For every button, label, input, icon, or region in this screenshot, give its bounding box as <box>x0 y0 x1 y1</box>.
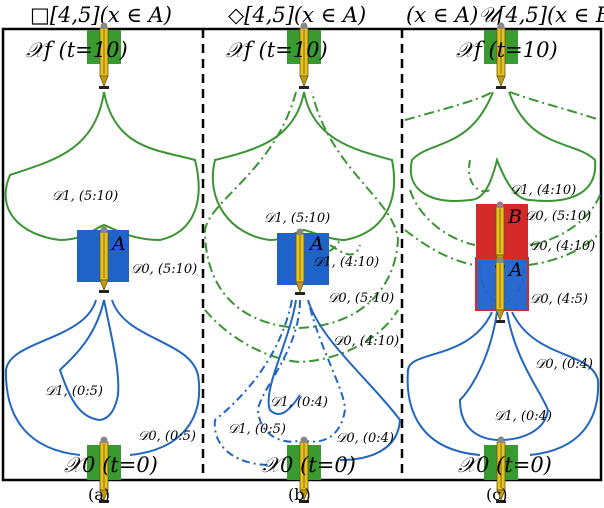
label-d0-5-10: 𝒟0, (5:10) <box>525 209 591 224</box>
label-d0-0-5: 𝒟0, (0:5) <box>138 429 196 444</box>
label-a: A <box>110 233 126 255</box>
label-d1-4-10: 𝒟1, (4:10) <box>510 183 576 198</box>
panel-b: ◇[4,5](x ∈ A) 𝒳f (t=10) 𝒳0 (t=0) 𝒟1, (5:… <box>203 3 402 504</box>
panel-a: □[4,5](x ∈ A) 𝒳f (t=10) 𝒳0 (t=0) 𝒟1, (5:… <box>4 3 201 504</box>
label-d1-0-4: 𝒟1, (0:4) <box>494 409 552 424</box>
label-d1-5-10: 𝒟1, (5:10) <box>264 211 330 226</box>
label-b: B <box>507 206 522 228</box>
label-d0-4-10: 𝒟0, (4:10) <box>529 239 595 254</box>
set-d1-5-10 <box>4 91 200 242</box>
label-d0-0-4: 𝒟0, (0:4) <box>535 357 593 372</box>
set-d1-0-4 <box>256 299 347 443</box>
caption-c: (c) <box>486 485 507 504</box>
robot-a-icon <box>294 228 306 296</box>
panel-c: (x ∈ A)𝒰[4,5](x ∈ B) 𝒳f (t=10) 𝒳0 (t=0) … <box>404 3 604 504</box>
set-d0-0-4 <box>406 311 600 456</box>
goal-label: 𝒳f (t=10) <box>456 38 558 62</box>
set-d0-5-10 <box>203 91 400 330</box>
label-d1-0-5: 𝒟1, (0:5) <box>45 384 103 399</box>
set-d1-5-10 <box>211 91 396 242</box>
label-d0-0-4: 𝒟0, (0:4) <box>336 431 394 446</box>
set-d0-4-10 <box>204 309 399 364</box>
panel-b-title: ◇[4,5](x ∈ A) <box>228 3 366 27</box>
goal-label: 𝒳f (t=10) <box>26 38 128 62</box>
label-a: A <box>507 259 523 281</box>
label-d0-5-10: 𝒟0, (5:10) <box>131 262 197 277</box>
set-d0-4-10 <box>404 229 601 266</box>
init-label: 𝒳0 (t=0) <box>458 453 552 477</box>
set-dash-in-a <box>478 261 526 307</box>
label-d1-0-5: 𝒟1, (0:5) <box>228 422 286 437</box>
set-d0-0-5 <box>4 299 201 456</box>
set-d0-5-10 <box>409 189 601 246</box>
goal-label: 𝒳f (t=10) <box>226 38 328 62</box>
set-dash-top <box>404 91 601 121</box>
caption-b: (b) <box>288 485 311 504</box>
panel-a-title: □[4,5](x ∈ A) <box>30 3 172 27</box>
panel-c-title: (x ∈ A)𝒰[4,5](x ∈ B) <box>406 3 604 27</box>
label-d1-4-10: 𝒟1, (4:10) <box>313 255 379 270</box>
set-d1-0-5 <box>58 299 120 422</box>
set-dash-inner <box>468 159 491 193</box>
label-d1-5-10: 𝒟1, (5:10) <box>52 189 118 204</box>
label-d0-5-10: 𝒟0, (5:10) <box>328 291 394 306</box>
init-label: 𝒳0 (t=0) <box>64 453 158 477</box>
set-d0-0-4 <box>267 299 402 461</box>
label-d0-4-10: 𝒟0, (4:10) <box>333 334 399 349</box>
robot-a-icon <box>98 226 110 294</box>
set-d1-4-10 <box>409 91 597 202</box>
label-a: A <box>308 233 324 255</box>
init-label: 𝒳0 (t=0) <box>262 453 356 477</box>
caption-a: (a) <box>88 485 110 504</box>
label-d0-4-5: 𝒟0, (4:5) <box>530 292 588 307</box>
label-d1-0-4: 𝒟1, (0:4) <box>270 395 328 410</box>
